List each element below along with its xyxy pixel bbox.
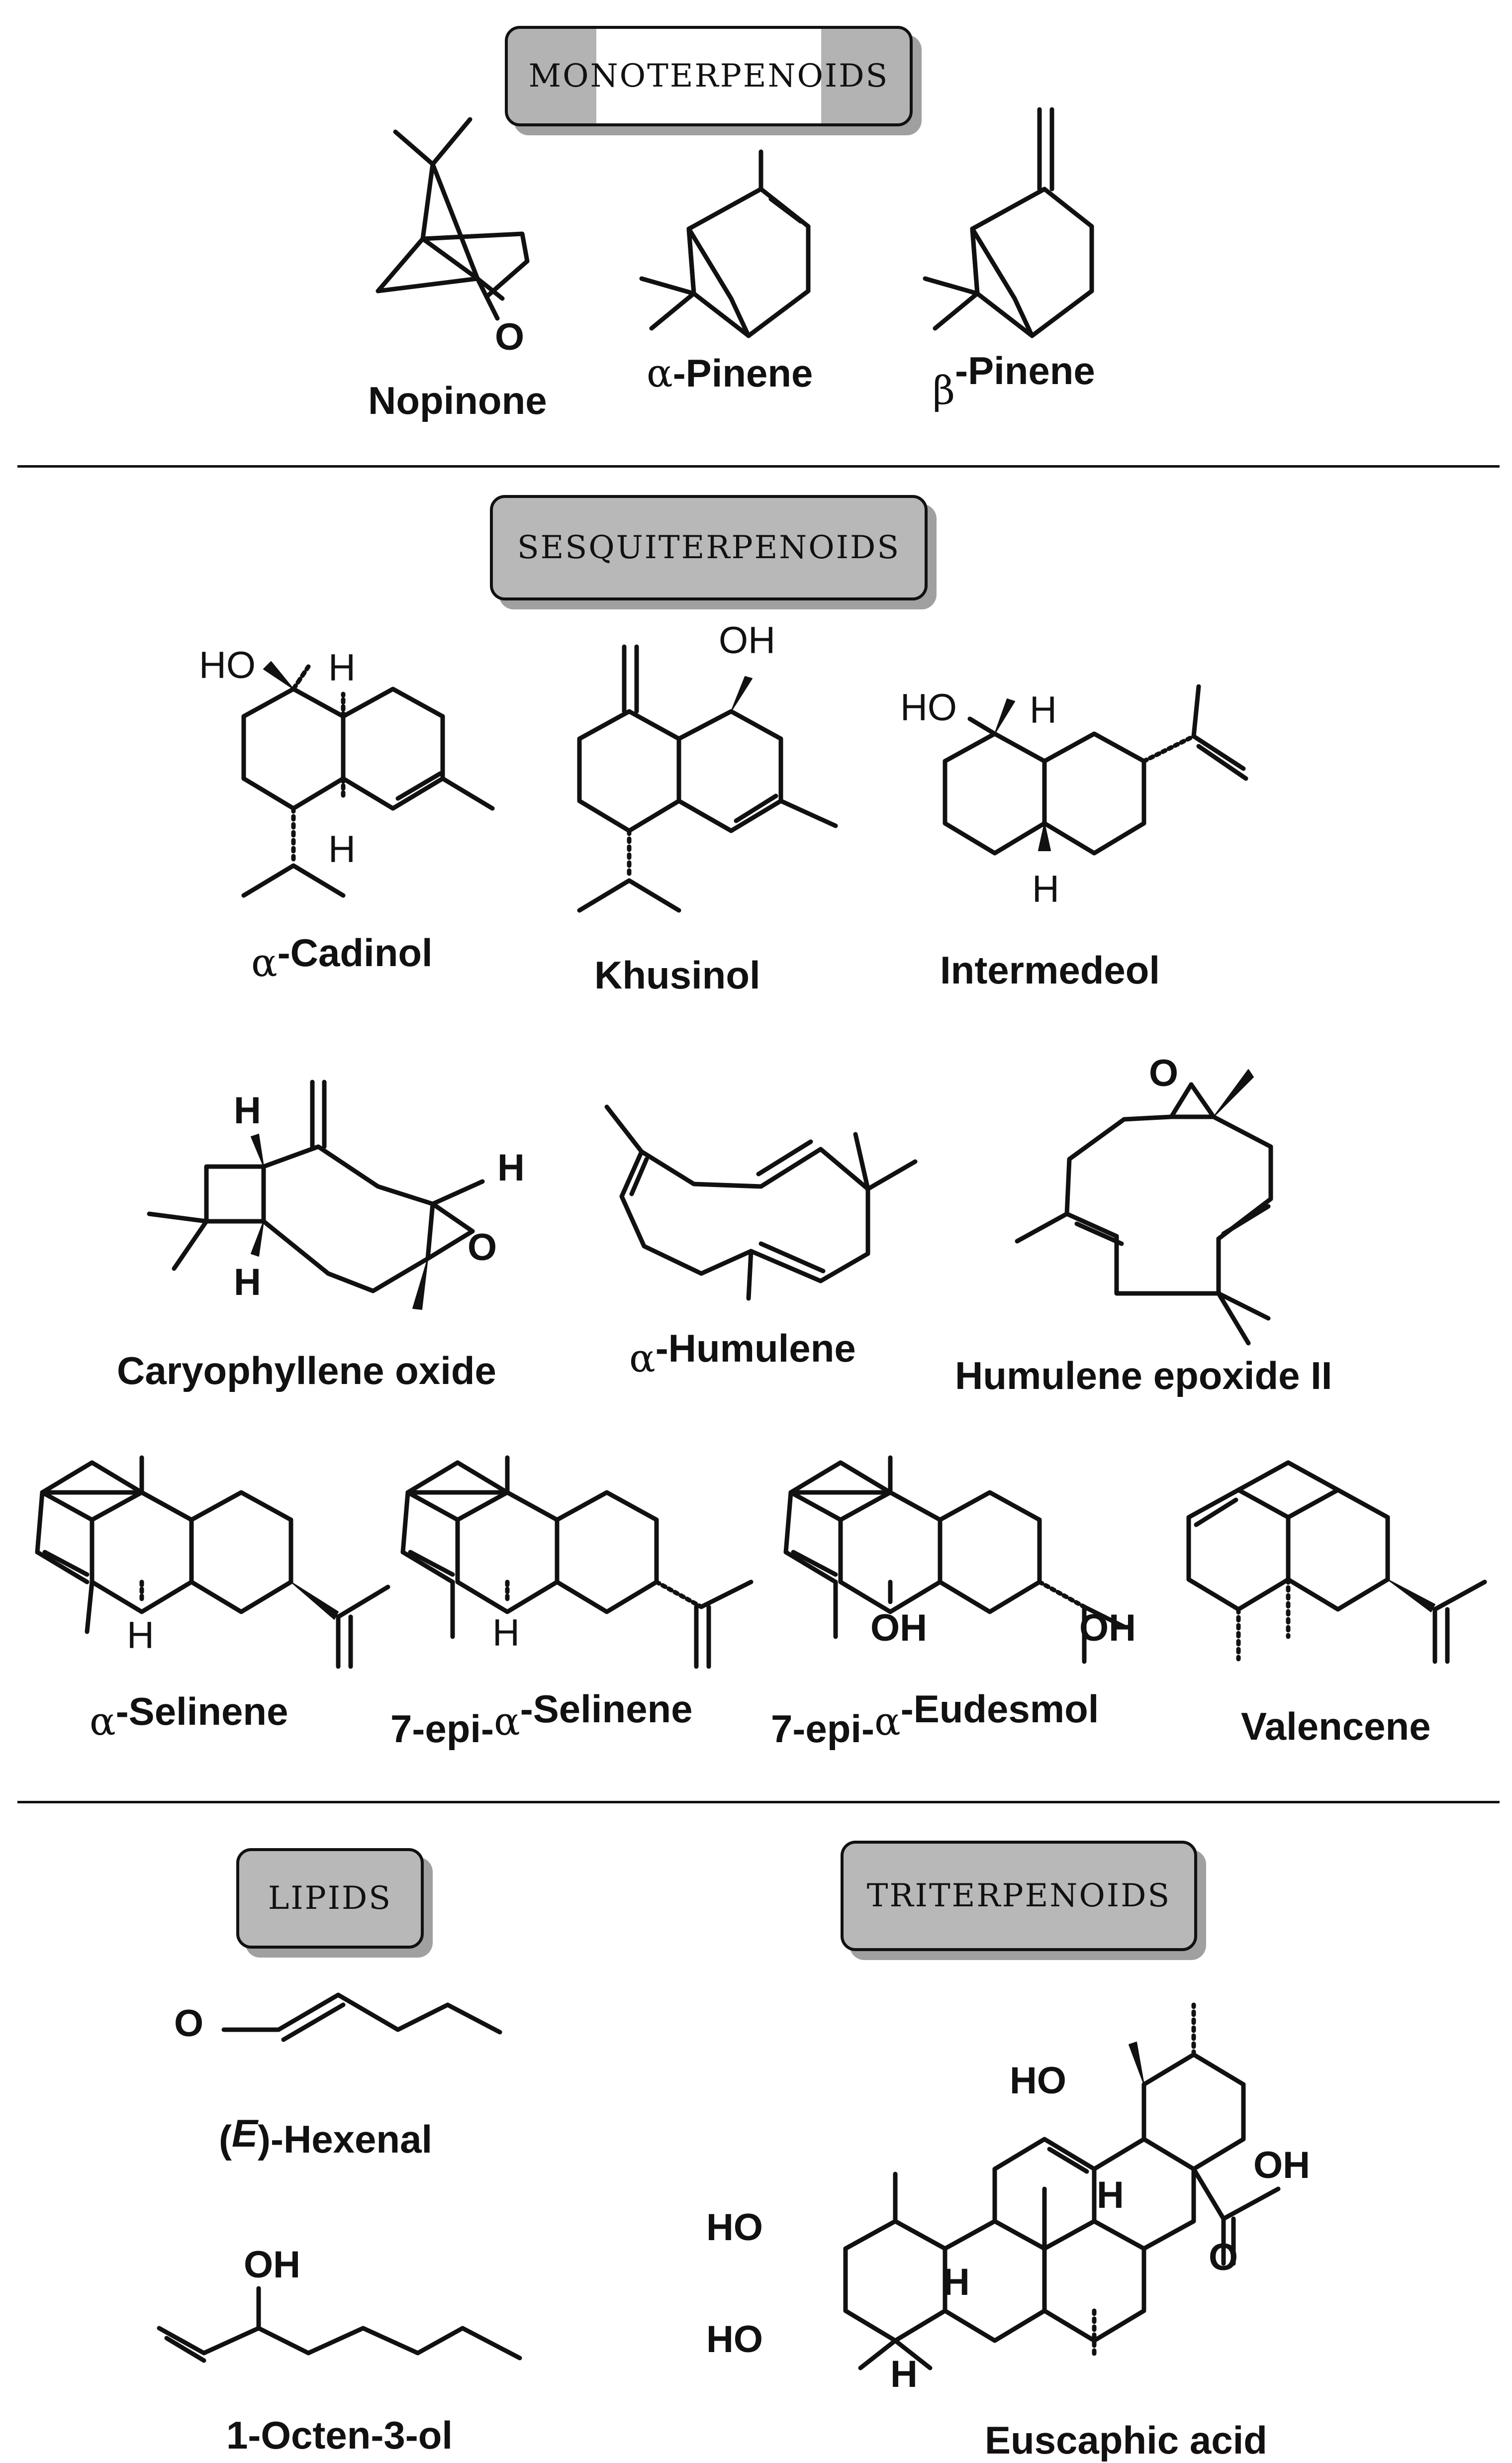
alpha-humulene-label: α-Humulene <box>629 1326 856 1381</box>
divider-top <box>17 465 1500 468</box>
humulene-epoxide-structure <box>1015 1069 1273 1346</box>
caryophyllene-oxygen: O <box>468 1226 497 1269</box>
intermedeol-hydroxyl: HO <box>900 687 957 729</box>
humulene-epoxide-oxygen: O <box>1149 1052 1179 1094</box>
alpha-symbol: α <box>90 1699 116 1744</box>
octenol-label: 1-Octen-3-ol <box>226 2413 453 2457</box>
intermedeol-structure <box>943 684 1248 856</box>
cadinol-h-bottom: H <box>328 828 356 871</box>
valencene-structure <box>1186 1460 1487 1664</box>
khusinol-structure <box>577 644 838 913</box>
euscaphic-acid-structure <box>843 2002 1281 2370</box>
euscaphic-oh-3: HO <box>706 2318 763 2361</box>
epi-selinene-h: H <box>492 1612 520 1654</box>
cadinol-hydroxyl: HO <box>199 644 256 687</box>
nopinone-label: Nopinone <box>368 379 547 422</box>
caryophyllene-oxide-structure <box>147 1080 485 1310</box>
euscaphic-h-18: H <box>1097 2174 1124 2216</box>
alpha-symbol: α <box>494 1699 520 1744</box>
valencene-label: Valencene <box>1241 1704 1431 1748</box>
alpha-pinene-label: α-Pinene <box>647 351 813 396</box>
alpha-symbol: α <box>251 941 278 985</box>
alpha-selinene-text: -Selinene <box>115 1689 288 1733</box>
nopinone-structure <box>376 117 530 321</box>
alpha-cadinol-structure <box>241 661 495 898</box>
hexenal-open-paren: ( <box>219 2117 232 2161</box>
epi-prefix: 7-epi- <box>771 1707 875 1751</box>
caryophyllene-h-top: H <box>234 1089 261 1132</box>
cadinol-h-top: H <box>328 647 356 689</box>
euscaphic-acid-label: Euscaphic acid <box>985 2418 1267 2462</box>
lipids-header: LIPIDS <box>236 1848 424 1949</box>
epi-selinene-label: 7-epi-α-Selinene <box>390 1686 693 1751</box>
epi-selinene-structure <box>400 1455 754 1669</box>
eudesmol-oh-side: OH <box>1079 1607 1136 1649</box>
nopinone-oxygen: O <box>495 316 525 358</box>
alpha-symbol: α <box>629 1336 656 1381</box>
epi-eudesmol-label: 7-epi-α-Eudesmol <box>771 1686 1099 1751</box>
hexenal-label: (E)-Hexenal <box>219 2111 433 2162</box>
epi-selinene-text: -Selinene <box>520 1687 693 1731</box>
alpha-pinene-structure <box>639 149 811 338</box>
alpha-selinene-label: α-Selinene <box>90 1689 288 1744</box>
euscaphic-h-5: H <box>890 2353 918 2395</box>
alpha-pinene-text: -Pinene <box>672 351 813 395</box>
caryophyllene-h-right: H <box>497 1147 525 1189</box>
alpha-humulene-structure <box>604 1104 918 1301</box>
euscaphic-oh-2: HO <box>706 2206 763 2249</box>
beta-symbol: β <box>933 369 955 413</box>
triterpenoids-header: TRITERPENOIDS <box>841 1841 1197 1951</box>
eudesmol-oh-ring: OH <box>870 1607 927 1649</box>
epi-eudesmol-text: -Eudesmol <box>900 1687 1099 1731</box>
alpha-cadinol-text: -Cadinol <box>277 931 433 975</box>
sesquiterpenoids-header: SESQUITERPENOIDS <box>490 495 928 600</box>
intermedeol-h-top: H <box>1030 689 1057 731</box>
selinene-h: H <box>127 1614 154 1657</box>
divider-bottom <box>17 1801 1500 1803</box>
epi-prefix: 7-epi- <box>390 1707 494 1751</box>
caryophyllene-h-bottom: H <box>234 1261 261 1303</box>
intermedeol-label: Intermedeol <box>940 948 1160 992</box>
beta-pinene-structure <box>923 107 1094 338</box>
hexenal-stereo: E <box>231 2111 258 2155</box>
monoterpenoids-header: MONOTERPENOIDS <box>505 26 913 126</box>
hexenal-text: )-Hexenal <box>258 2117 433 2161</box>
octenol-hydroxyl: OH <box>244 2244 300 2286</box>
alpha-humulene-text: -Humulene <box>655 1326 856 1370</box>
humulene-epoxide-label: Humulene epoxide II <box>955 1354 1332 1397</box>
alpha-symbol: α <box>874 1699 901 1744</box>
euscaphic-acid-o: O <box>1209 2236 1238 2278</box>
euscaphic-acid-oh: OH <box>1253 2144 1310 2186</box>
epi-eudesmol-structure <box>783 1455 1127 1664</box>
octenol-structure <box>157 2286 522 2363</box>
khusinol-label: Khusinol <box>594 953 760 997</box>
beta-pinene-label: β-Pinene <box>933 348 1095 413</box>
alpha-symbol: α <box>647 351 673 396</box>
alpha-selinene-structure <box>35 1455 390 1669</box>
alpha-cadinol-label: α-Cadinol <box>251 930 433 985</box>
hexenal-structure <box>221 1992 502 2042</box>
euscaphic-oh-19: HO <box>1010 2060 1066 2102</box>
caryophyllene-oxide-label: Caryophyllene oxide <box>117 1349 496 1392</box>
euscaphic-h-9: H <box>943 2261 970 2303</box>
hexenal-oxygen: O <box>174 2002 204 2045</box>
beta-pinene-text: -Pinene <box>955 349 1095 393</box>
intermedeol-h-bottom: H <box>1032 868 1059 910</box>
khusinol-hydroxyl: OH <box>719 619 775 662</box>
